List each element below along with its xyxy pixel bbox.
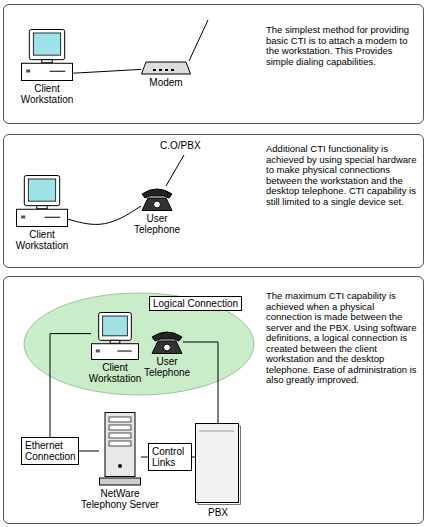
system-unit [92,344,139,360]
telephone-icon: User Telephone [141,187,173,211]
device-label: Client Workstation [78,362,152,384]
icon-drawing [151,330,183,354]
screen [33,33,60,55]
power-light [96,349,100,352]
phone-line-wire [166,155,184,186]
phone-base [142,198,172,211]
device-label: User Telephone [129,213,185,235]
device-label: Client Workstation [10,83,84,105]
modem-icon: Modem [141,61,191,75]
drive-slot [45,217,61,218]
workstation-icon: Client Workstation [21,29,73,81]
connection-line [192,457,195,458]
cabinet-shadow [198,426,241,505]
screen [28,179,55,201]
monitor [29,30,64,60]
description-text: Additional CTI functionality is achieved… [266,144,418,207]
description-panel: Client WorkstationUser TelephoneLogical … [3,276,424,524]
connection-box: Control Links [148,443,192,471]
region-label: Logical Connection [149,296,242,311]
monitor [99,313,132,341]
icon-drawing [99,412,141,486]
modem-light [159,69,162,71]
dial [154,201,161,208]
line-label: C.O/PBX [160,140,201,151]
drive-bay [109,433,131,438]
region-ellipse [24,293,254,395]
server-icon: NetWare Telephony Server [99,412,141,486]
device-label: NetWare Telephony Server [77,488,163,510]
description-text: The simplest method for providing basic … [266,25,418,67]
connection-line [73,69,141,73]
icon-drawing [141,187,173,211]
connection-line [79,451,99,452]
system-unit [17,209,68,226]
power-button [118,464,122,468]
logical-connection-region: Client WorkstationUser TelephoneLogical … [23,292,255,396]
drive-bay [109,425,131,430]
workstation-icon: Client Workstation [16,175,68,227]
description-panel: Client WorkstationUser TelephoneAddition… [3,134,424,268]
modem-light [165,69,168,71]
connection-box: Ethernet Connection [21,437,79,465]
tower-foot [100,478,141,485]
phone-line-wire [189,20,208,61]
drive-bay [109,441,131,446]
monitor-stand [110,340,120,343]
device-label: Modem [136,77,196,88]
cabinet [196,424,239,503]
description-text: The maximum CTI capability is achieved w… [266,291,418,386]
drive-bay [109,417,131,422]
drive-slot [50,71,66,72]
box-label: Control Links [152,446,188,468]
system-unit [22,63,73,80]
icon-drawing [91,312,139,360]
box-label: Ethernet Connection [25,440,75,462]
icon-drawing [195,423,241,505]
icon-drawing [141,61,191,75]
device-label: Client Workstation [5,229,79,251]
screen [103,316,128,336]
power-light [26,69,30,72]
dial [164,344,171,351]
connection-line [68,206,141,224]
device-label: User Telephone [139,356,195,378]
telephone-icon: User Telephone [151,330,183,354]
workstation-icon: Client Workstation [91,312,139,360]
icon-drawing [16,175,68,227]
tower [105,413,135,477]
monitor-stand [37,206,47,209]
cabinet-seam [199,431,234,432]
monitor-stand [42,60,52,63]
modem-light [153,69,156,71]
icon-drawing [21,29,73,81]
modem-body [142,62,191,74]
description-panel: Client WorkstationModemThe simplest meth… [3,4,424,124]
pbx-cabinet: PBX [195,423,241,505]
drive-slot [117,351,131,352]
connection-line [141,457,148,458]
handset [142,189,172,198]
device-label: PBX [198,507,238,518]
monitor [24,176,59,206]
power-light [21,215,25,218]
modem-light [171,69,174,71]
